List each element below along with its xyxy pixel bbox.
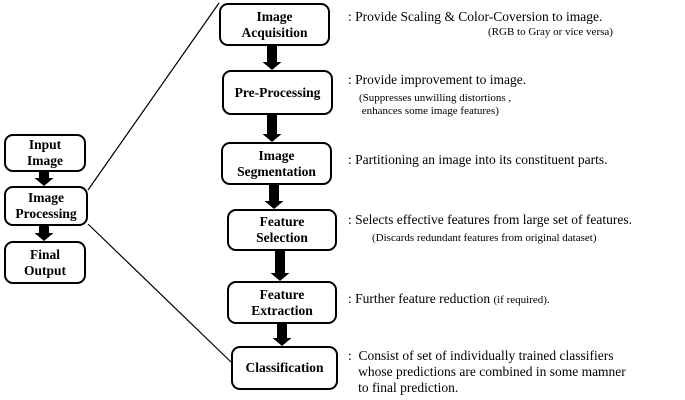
arrow-preprocessing-to-segmentation: [262, 115, 282, 142]
input-image-box: Input Image: [4, 134, 86, 172]
pre-processing-note: (Suppresses unwilling distortions , enha…: [359, 92, 512, 117]
feature-selection-description: : Selects effective features from large …: [348, 212, 632, 227]
arrow-input-to-processing: [34, 172, 54, 186]
zoom-line-bottom: [87, 223, 232, 363]
feature-extraction-note: (if required).: [493, 294, 550, 306]
image-segmentation-label: Image Segmentation: [237, 147, 316, 179]
image-processing-box: Image Processing: [4, 186, 88, 226]
flow-arrows: [34, 46, 292, 346]
image-acquisition-label: Image Acquisition: [241, 8, 308, 40]
arrow-extraction-to-classification: [272, 324, 292, 346]
classification-label: Classification: [245, 360, 324, 375]
pre-processing-box: Pre-Processing: [222, 70, 333, 115]
arrow-processing-to-output: [34, 226, 54, 241]
image-processing-label: Image Processing: [15, 190, 77, 221]
feature-extraction-box: Feature Extraction: [227, 281, 337, 324]
final-output-label: Final Output: [23, 246, 67, 278]
feature-selection-label: Feature Selection: [256, 214, 308, 245]
feature-selection-note: (Discards redundant features from origin…: [372, 232, 597, 244]
feature-extraction-label: Feature Extraction: [251, 286, 313, 318]
arrow-acquisition-to-preprocessing: [262, 46, 282, 70]
pre-processing-description: : Provide improvement to image.: [348, 72, 527, 87]
final-output-box: Final Output: [4, 241, 86, 284]
arrow-segmentation-to-selection: [264, 185, 284, 209]
feature-selection-box: Feature Selection: [227, 209, 337, 251]
image-acquisition-note: (RGB to Gray or vice versa): [488, 26, 613, 38]
arrow-selection-to-extraction: [270, 251, 290, 281]
classification-box: Classification: [231, 346, 338, 390]
feature-extraction-description-text: : Further feature reduction: [348, 291, 491, 306]
pre-processing-label: Pre-Processing: [234, 84, 321, 100]
input-image-label: Input Image: [27, 137, 63, 168]
image-segmentation-description: : Partitioning an image into its constit…: [348, 152, 608, 167]
classification-description: : Consist of set of individually trained…: [348, 348, 626, 395]
image-segmentation-box: Image Segmentation: [221, 142, 332, 185]
zoom-line-top: [87, 2, 220, 191]
image-acquisition-box: Image Acquisition: [219, 3, 330, 46]
feature-extraction-description: : Further feature reduction (if required…: [348, 291, 550, 308]
image-acquisition-description: : Provide Scaling & Color-Coversion to i…: [348, 9, 603, 24]
